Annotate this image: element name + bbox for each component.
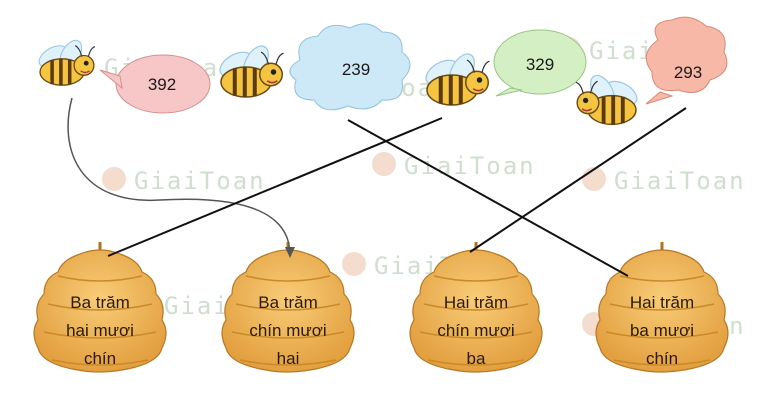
bee-3 — [419, 47, 492, 107]
bee-2 — [213, 39, 286, 99]
hive-label-line: chín — [646, 349, 678, 368]
bubble-number: 239 — [342, 60, 370, 79]
hive-label-line: chín mươi — [437, 321, 514, 340]
hive-label-line: hai mươi — [66, 321, 134, 340]
hive-3: Hai trăm chín mươi ba — [409, 242, 543, 373]
bee-1 — [33, 34, 97, 87]
watermark-text: GiaiToan — [614, 167, 746, 195]
bubble-number: 392 — [148, 75, 176, 94]
hive-label-line: Hai trăm — [630, 293, 694, 312]
bubble-239: 239 — [289, 23, 411, 111]
connector-arrowhead — [285, 247, 295, 258]
bubble-392: 392 — [99, 54, 211, 114]
hive-label-line: chín — [84, 349, 116, 368]
hive-2: Ba trăm chín mươi hai — [221, 242, 355, 373]
bubble-293: 293 — [645, 16, 728, 105]
connector-curve-bee1-hive2 — [67, 97, 291, 256]
bubble-number: 293 — [674, 63, 702, 82]
hive-label-line: ba mươi — [630, 321, 694, 340]
bubble-number: 329 — [526, 55, 554, 74]
hive-4: Hai trăm ba mươi chín — [595, 242, 729, 373]
hive-label-line: chín mươi — [249, 321, 326, 340]
hive-label-line: Hai trăm — [444, 293, 508, 312]
hive-label-line: Ba trăm — [258, 293, 318, 312]
watermark-text: GiaiToan — [134, 167, 266, 195]
connection-lines — [67, 97, 687, 277]
bubble-329: 329 — [493, 29, 587, 97]
hive-1: Ba trăm hai mươi chín — [33, 242, 167, 373]
bee-4 — [574, 69, 643, 127]
hive-label-line: Ba trăm — [70, 293, 130, 312]
connector-line-239-hive4 — [347, 119, 629, 277]
connector-line-293-hive3 — [469, 107, 687, 253]
hive-label-line: ba — [467, 349, 486, 368]
watermark-text: GiaiToan — [404, 152, 536, 180]
hive-label-line: hai — [277, 349, 300, 368]
